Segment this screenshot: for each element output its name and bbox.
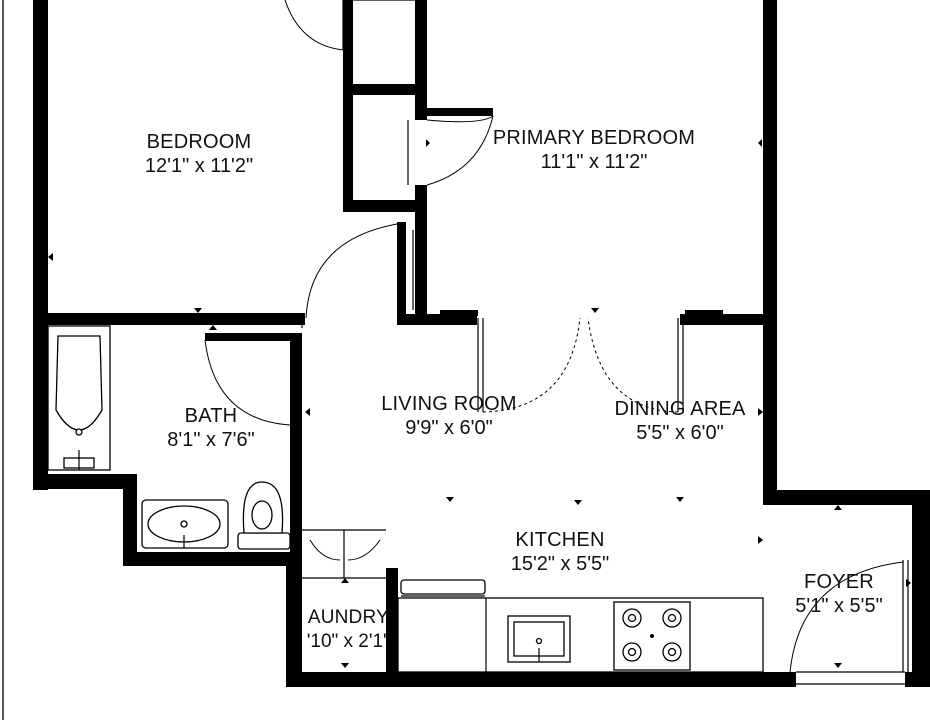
stove — [613, 601, 691, 671]
room-name: PRIMARY BEDROOM — [492, 127, 696, 149]
room-label-primary-bedroom: PRIMARY BEDROOM 11'1" x 11'2" — [493, 126, 695, 174]
room-label-kitchen: KITCHEN 15'2" x 5'5" — [511, 528, 610, 576]
room-label-laundry: LAUNDRY 2'10" x 2'1" — [296, 606, 390, 654]
room-size: 11'1" x 11'2" — [540, 151, 648, 173]
room-label-dining-area: DINING AREA 5'5" x 6'0" — [614, 397, 745, 445]
toilet — [237, 481, 291, 550]
room-size: 5'5" x 6'0" — [636, 422, 724, 444]
room-name: LAUNDRY — [297, 607, 389, 628]
room-name: BEDROOM — [146, 131, 252, 153]
room-size: 15'2" x 5'5" — [510, 553, 610, 575]
room-name: BATH — [184, 405, 238, 427]
room-label-bedroom: BEDROOM 12'1" x 11'2" — [145, 130, 253, 178]
room-name: FOYER — [804, 571, 874, 593]
room-label-bath: BATH 8'1" x 7'6" — [167, 404, 254, 452]
room-name: DINING AREA — [614, 398, 746, 420]
room-size: 9'9" x 6'0" — [405, 417, 493, 439]
room-name: LIVING ROOM — [381, 393, 517, 415]
room-label-living-room: LIVING ROOM 9'9" x 6'0" — [381, 392, 517, 440]
room-label-foyer: FOYER 5'1" x 5'5" — [795, 570, 882, 618]
kitchen-counter — [397, 579, 764, 673]
room-size: 8'1" x 7'6" — [167, 429, 255, 451]
room-size: 2'10" x 2'1" — [296, 631, 390, 652]
room-size: 12'1" x 11'2" — [144, 155, 254, 177]
walls — [33, 0, 930, 687]
dimension-markers — [48, 139, 911, 668]
room-size: 5'1" x 5'5" — [795, 595, 883, 617]
thin-lines — [301, 0, 909, 685]
bathroom-sink — [141, 499, 229, 549]
room-name: KITCHEN — [515, 529, 605, 551]
bathtub — [47, 325, 111, 471]
door-swings — [204, 0, 904, 673]
kitchen-sink — [507, 615, 571, 663]
